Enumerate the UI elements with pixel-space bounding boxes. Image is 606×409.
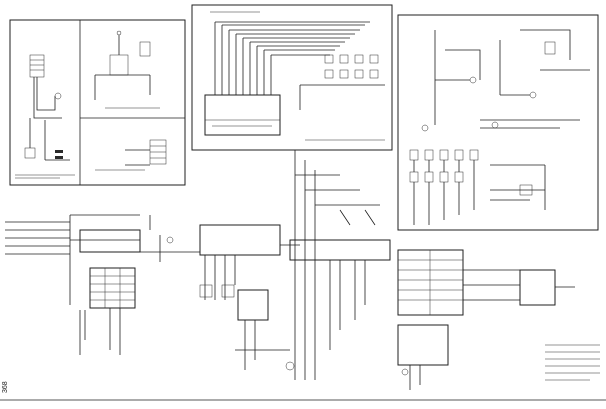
top-center-switches: [299, 54, 385, 110]
meter-cl1-icon: [166, 236, 174, 244]
panel-top-left: [9, 19, 186, 186]
panel-right-frame: [397, 14, 599, 231]
switch-b1: [139, 41, 151, 57]
module-br2: [397, 324, 449, 366]
panel-top-center: [191, 4, 393, 151]
module-br1: [519, 269, 556, 306]
meter-cr1-icon: [285, 361, 295, 371]
connector-stack: [397, 249, 464, 316]
terminal-grid: [89, 267, 136, 309]
relay-c1: [199, 284, 213, 298]
page-number: 368: [2, 381, 9, 393]
top-center-harness: [214, 21, 370, 95]
connector-a1: [29, 54, 45, 78]
module-c2: [237, 289, 269, 321]
meter-br1-icon: [401, 368, 409, 376]
meter-r3-icon: [491, 121, 499, 129]
panel-right: [397, 14, 599, 231]
connector-b1: [109, 54, 129, 76]
module-cl1: [79, 229, 141, 253]
meter-r2-icon: [529, 91, 537, 99]
relay-r1: [544, 41, 556, 55]
subdiagram-a: [15, 54, 75, 179]
panel-bottom-right: [397, 249, 600, 390]
left-bus: [5, 214, 140, 305]
ground-b1-icon: [116, 30, 122, 36]
subdiagram-b: [94, 30, 160, 109]
center-left-module: [79, 215, 200, 355]
relay-a1: [24, 147, 36, 159]
panel-top-center-frame: [191, 4, 393, 151]
meter-a1-icon: [54, 92, 62, 100]
control-unit-block: [204, 94, 281, 136]
center-right-column: [285, 150, 391, 380]
relay-c2: [221, 284, 235, 298]
meter-r1-icon: [469, 76, 477, 84]
panel-top-left-frame: [9, 19, 186, 186]
meter-r4-icon: [421, 124, 429, 132]
right-upper-network: [421, 29, 590, 132]
right-lower-connectors: [409, 149, 546, 225]
subdiagram-c: [95, 139, 167, 171]
center-module: [199, 224, 300, 370]
module-c1: [199, 224, 281, 256]
connector-r5: [519, 184, 533, 196]
